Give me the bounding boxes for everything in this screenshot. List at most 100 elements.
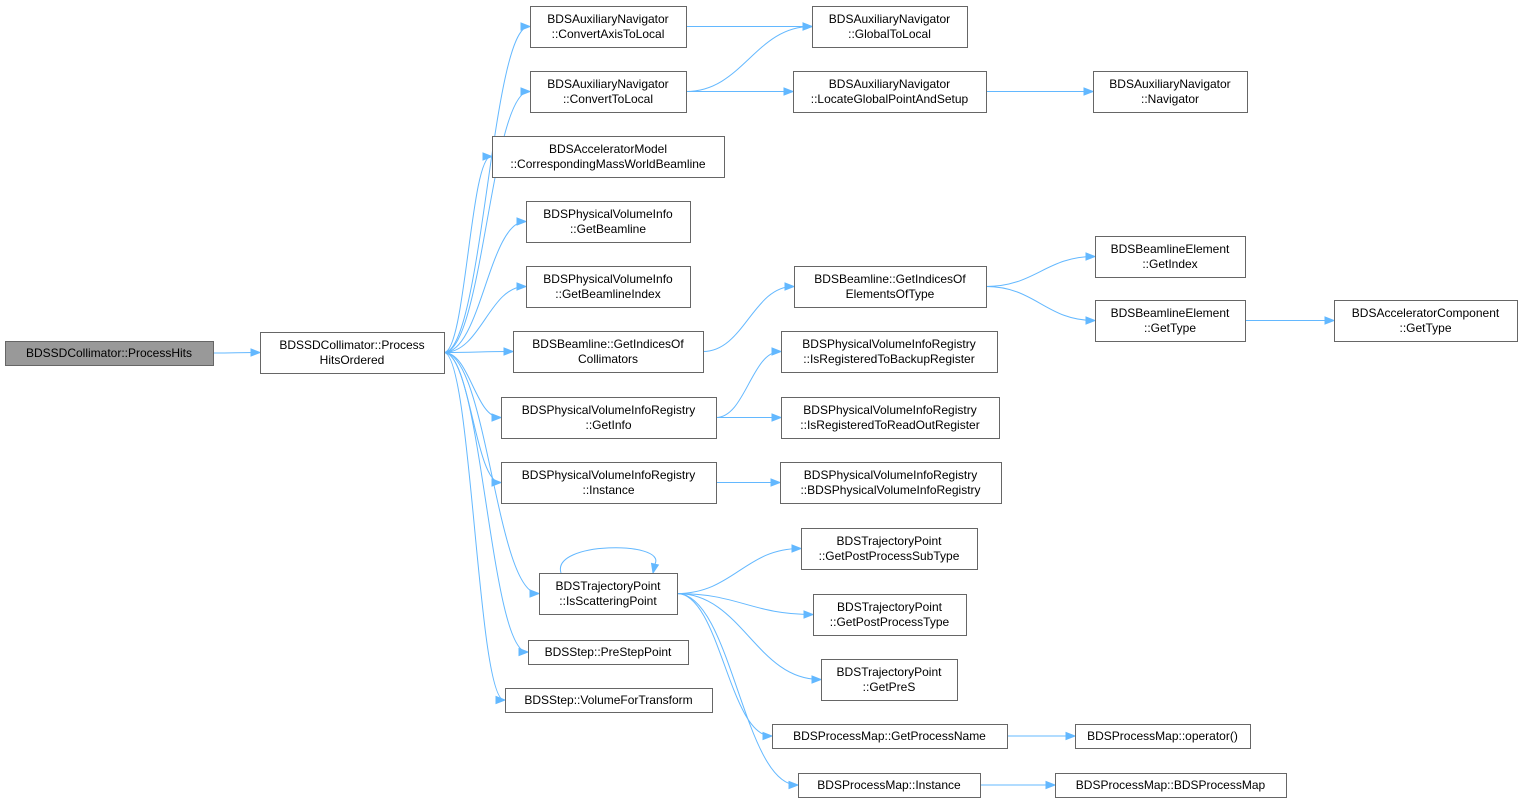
graph-node-n15[interactable]: BDSAuxiliaryNavigator::Navigator: [1093, 71, 1248, 113]
edge-line: [676, 593, 772, 737]
edge-line: [443, 352, 528, 653]
edge-line: [676, 548, 801, 594]
graph-node-n10[interactable]: BDSTrajectoryPoint::IsScatteringPoint: [539, 573, 678, 615]
graph-node-n8[interactable]: BDSPhysicalVolumeInfoRegistry::GetInfo: [501, 397, 717, 439]
graph-node-n18[interactable]: BDSBeamlineElement::GetType: [1095, 300, 1246, 342]
node-label: BDSBeamline::GetIndicesOf: [532, 337, 684, 351]
node-label: BDSPhysicalVolumeInfoRegistry: [522, 403, 695, 417]
graph-node-n17[interactable]: BDSBeamlineElement::GetIndex: [1095, 236, 1246, 278]
node-label: BDSBeamline::GetIndicesOf: [814, 272, 966, 286]
node-label: ::LocateGlobalPointAndSetup: [811, 92, 969, 106]
node-box: [801, 528, 978, 570]
node-box: [812, 6, 968, 48]
graph-node-n21[interactable]: BDSPhysicalVolumeInfoRegistry::IsRegiste…: [781, 397, 1000, 439]
graph-node-n0[interactable]: BDSSDCollimator::ProcessHits: [5, 341, 214, 366]
edge-n1-n4: [443, 152, 494, 353]
node-box: [530, 6, 687, 48]
graph-node-n14[interactable]: BDSAuxiliaryNavigator::LocateGlobalPoint…: [793, 71, 987, 113]
node-box: [526, 266, 691, 308]
graph-node-n24[interactable]: BDSTrajectoryPoint::GetPostProcessType: [813, 594, 967, 636]
graph-node-n2[interactable]: BDSAuxiliaryNavigator::ConvertAxisToLoca…: [530, 6, 687, 48]
node-box: [813, 594, 967, 636]
edge-n1-n10: [443, 352, 541, 598]
node-box: [5, 341, 214, 366]
graph-node-n25[interactable]: BDSTrajectoryPoint::GetPreS: [821, 659, 958, 701]
graph-node-n23[interactable]: BDSTrajectoryPoint::GetPostProcessSubTyp…: [801, 528, 978, 570]
node-label: BDSPhysicalVolumeInfoRegistry: [803, 403, 976, 417]
edge-arrowhead: [784, 282, 796, 291]
node-box: [505, 688, 713, 713]
edge-n1-n6: [443, 282, 528, 353]
node-label: HitsOrdered: [320, 353, 385, 367]
graph-node-n13[interactable]: BDSAuxiliaryNavigator::GlobalToLocal: [812, 6, 968, 48]
edge-arrowhead: [495, 695, 507, 705]
node-label: ::GetBeamlineIndex: [555, 287, 660, 301]
graph-node-n28[interactable]: BDSProcessMap::operator(): [1075, 724, 1251, 749]
graph-node-n20[interactable]: BDSPhysicalVolumeInfoRegistry::IsRegiste…: [781, 331, 998, 373]
graph-node-n27[interactable]: BDSProcessMap::Instance: [798, 773, 981, 798]
node-label: ::GetPreS: [863, 680, 916, 694]
graph-node-n5[interactable]: BDSPhysicalVolumeInfo::GetBeamline: [526, 201, 691, 243]
node-box: [780, 462, 1002, 504]
edge-arrowhead: [1085, 316, 1097, 325]
graph-node-n6[interactable]: BDSPhysicalVolumeInfo::GetBeamlineIndex: [526, 266, 691, 308]
node-label: BDSTrajectoryPoint: [837, 665, 943, 679]
edge-arrowhead: [529, 589, 541, 598]
edge-line: [560, 547, 657, 574]
graph-node-n11[interactable]: BDSStep::PreStepPoint: [528, 640, 689, 665]
node-label: ::Navigator: [1141, 92, 1199, 106]
edge-line: [443, 221, 526, 353]
node-box: [781, 331, 998, 373]
graph-node-n26[interactable]: BDSProcessMap::GetProcessName: [772, 724, 1008, 749]
node-label: ::IsScatteringPoint: [559, 594, 657, 608]
edge-arrowhead: [811, 675, 823, 684]
edge-n18-n19: [1245, 316, 1336, 325]
edge-n8-n21: [715, 413, 783, 422]
edge-n9-n22: [716, 478, 782, 487]
edge-line: [443, 91, 530, 353]
node-label: BDSAuxiliaryNavigator: [1109, 77, 1230, 91]
graph-node-n19[interactable]: BDSAcceleratorComponent::GetType: [1334, 300, 1518, 342]
graph-node-n29[interactable]: BDSProcessMap::BDSProcessMap: [1055, 773, 1287, 798]
edge-arrowhead: [520, 22, 532, 31]
edge-n3-n13: [685, 22, 814, 92]
node-label: ::GetType: [1399, 321, 1451, 335]
node-label: BDSTrajectoryPoint: [837, 600, 943, 614]
edge-arrowhead: [1083, 87, 1095, 96]
node-box: [772, 724, 1008, 749]
node-label: ::IsRegisteredToReadOutRegister: [800, 418, 979, 432]
edge-arrowhead: [518, 647, 530, 657]
edge-line: [443, 352, 539, 594]
edge-n3-n14: [686, 87, 795, 96]
node-label: ::GetInfo: [585, 418, 631, 432]
node-label: ::ConvertToLocal: [563, 92, 653, 106]
node-box: [781, 397, 1000, 439]
edge-n16-n17: [985, 252, 1097, 287]
edge-n10-n27: [676, 593, 800, 790]
graph-node-n22[interactable]: BDSPhysicalVolumeInfoRegistry::BDSPhysic…: [780, 462, 1002, 504]
node-label: ElementsOfType: [846, 287, 935, 301]
node-label: BDSTrajectoryPoint: [556, 579, 662, 593]
node-label: BDSAuxiliaryNavigator: [829, 12, 950, 26]
edge-arrowhead: [482, 152, 494, 161]
node-box: [526, 201, 691, 243]
graph-node-n4[interactable]: BDSAcceleratorModel::CorrespondingMassWo…: [492, 136, 725, 178]
node-box: [1093, 71, 1248, 113]
node-label: ::GetType: [1144, 321, 1196, 335]
graph-node-n12[interactable]: BDSStep::VolumeForTransform: [505, 688, 713, 713]
graph-node-n3[interactable]: BDSAuxiliaryNavigator::ConvertToLocal: [530, 71, 687, 113]
edge-arrowhead: [1324, 316, 1336, 325]
graph-node-n9[interactable]: BDSPhysicalVolumeInfoRegistry::Instance: [501, 462, 717, 504]
node-label: BDSTrajectoryPoint: [837, 534, 943, 548]
edge-arrowhead: [802, 22, 814, 31]
node-label: BDSPhysicalVolumeInfoRegistry: [802, 337, 975, 351]
edge-line: [443, 26, 530, 353]
node-label: ::GetBeamline: [570, 222, 646, 236]
node-box: [501, 462, 717, 504]
node-box: [798, 773, 981, 798]
edge-n10-n24: [676, 593, 815, 619]
edge-arrowhead: [771, 413, 783, 422]
